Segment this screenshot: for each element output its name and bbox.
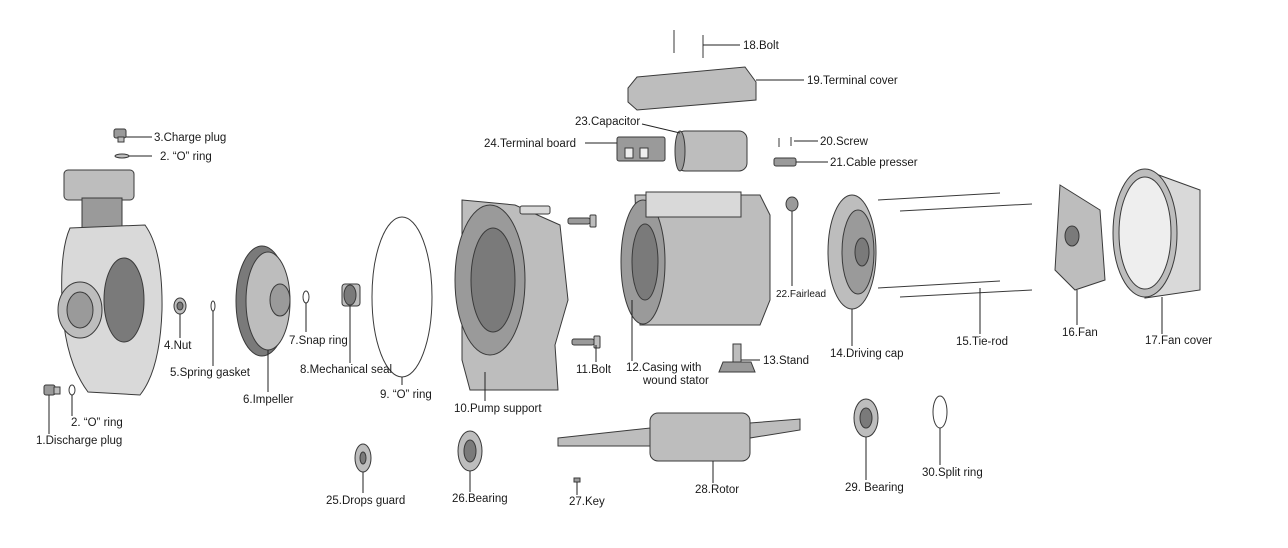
label-o-ring-upper: 2. “O” ring (160, 151, 212, 163)
bearing-29-part (853, 398, 879, 438)
leader-lines (48, 44, 1163, 495)
label-drops-guard: 25.Drops guard (326, 495, 405, 507)
label-tie-rod: 15.Tie-rod (956, 336, 1008, 348)
label-screw: 20.Screw (820, 136, 869, 148)
label-driving-cap: 14.Driving cap (830, 348, 904, 360)
key-part (573, 477, 581, 483)
mechanical-seal-part (341, 283, 361, 307)
label-key: 27.Key (569, 496, 605, 508)
label-impeller: 6.Impeller (243, 394, 294, 406)
label-fairlead: 22.Fairlead (776, 289, 826, 300)
tie-rod-part (877, 192, 1033, 298)
drops-guard-part (354, 443, 372, 473)
label-bearing-29: 29. Bearing (845, 482, 904, 494)
o-ring-upper-part (114, 153, 130, 159)
discharge-plug-part (43, 384, 61, 396)
label-mechanical-seal: 8.Mechanical seal (300, 364, 392, 376)
fan-part (1054, 184, 1106, 291)
label-bolt-11: 11.Bolt (576, 364, 612, 376)
impeller-part (235, 245, 291, 357)
label-stand: 13.Stand (763, 355, 809, 367)
stand-part (718, 343, 756, 373)
pump-support-part (454, 199, 569, 391)
fan-cover-part (1112, 168, 1201, 299)
label-spring-gasket: 5.Spring gasket (170, 367, 251, 379)
label-discharge-plug: 1.Discharge plug (36, 435, 122, 447)
label-fan: 16.Fan (1062, 327, 1098, 339)
label-rotor: 28.Rotor (695, 484, 739, 496)
o-ring-lower-part (68, 384, 76, 396)
terminal-board-part (616, 136, 666, 162)
casing-part (620, 191, 771, 326)
label-o-ring-large: 9. “O” ring (380, 389, 432, 401)
label-bolt-18: 18.Bolt (743, 40, 780, 52)
label-nut: 4.Nut (164, 340, 192, 352)
label-snap-ring: 7.Snap ring (289, 335, 348, 347)
split-ring-part (932, 395, 948, 429)
label-capacitor: 23.Capacitor (575, 116, 640, 128)
label-terminal-cover: 19.Terminal cover (807, 75, 898, 87)
label-o-ring-lower: 2. “O” ring (71, 417, 123, 429)
terminal-cover-part (627, 66, 757, 111)
label-cable-presser: 21.Cable presser (830, 157, 918, 169)
snap-ring-part (302, 290, 310, 304)
pump-body-part (57, 169, 163, 396)
label-split-ring: 30.Split ring (922, 467, 983, 479)
label-pump-support: 10.Pump support (454, 403, 542, 415)
capacitor-part (674, 130, 748, 172)
label-charge-plug: 3.Charge plug (154, 132, 226, 144)
bearing-26-part (457, 430, 483, 472)
spring-gasket-part (210, 300, 216, 312)
label-terminal-board: 24.Terminal board (484, 138, 576, 150)
bolt-18-part (673, 30, 704, 58)
screw-part (778, 137, 792, 147)
bolt-11-part (567, 214, 601, 349)
label-bearing-26: 26.Bearing (452, 493, 508, 505)
driving-cap-part (827, 194, 877, 310)
charge-plug-part (113, 128, 127, 143)
label-fan-cover: 17.Fan cover (1145, 335, 1212, 347)
rotor-part (557, 412, 801, 462)
label-casing-line2: wound stator (642, 375, 709, 387)
fairlead-part (785, 196, 799, 212)
label-casing: 12.Casing with (626, 362, 701, 374)
o-ring-large-part (371, 216, 433, 378)
nut-part (173, 297, 187, 315)
cable-presser-part (773, 157, 797, 167)
